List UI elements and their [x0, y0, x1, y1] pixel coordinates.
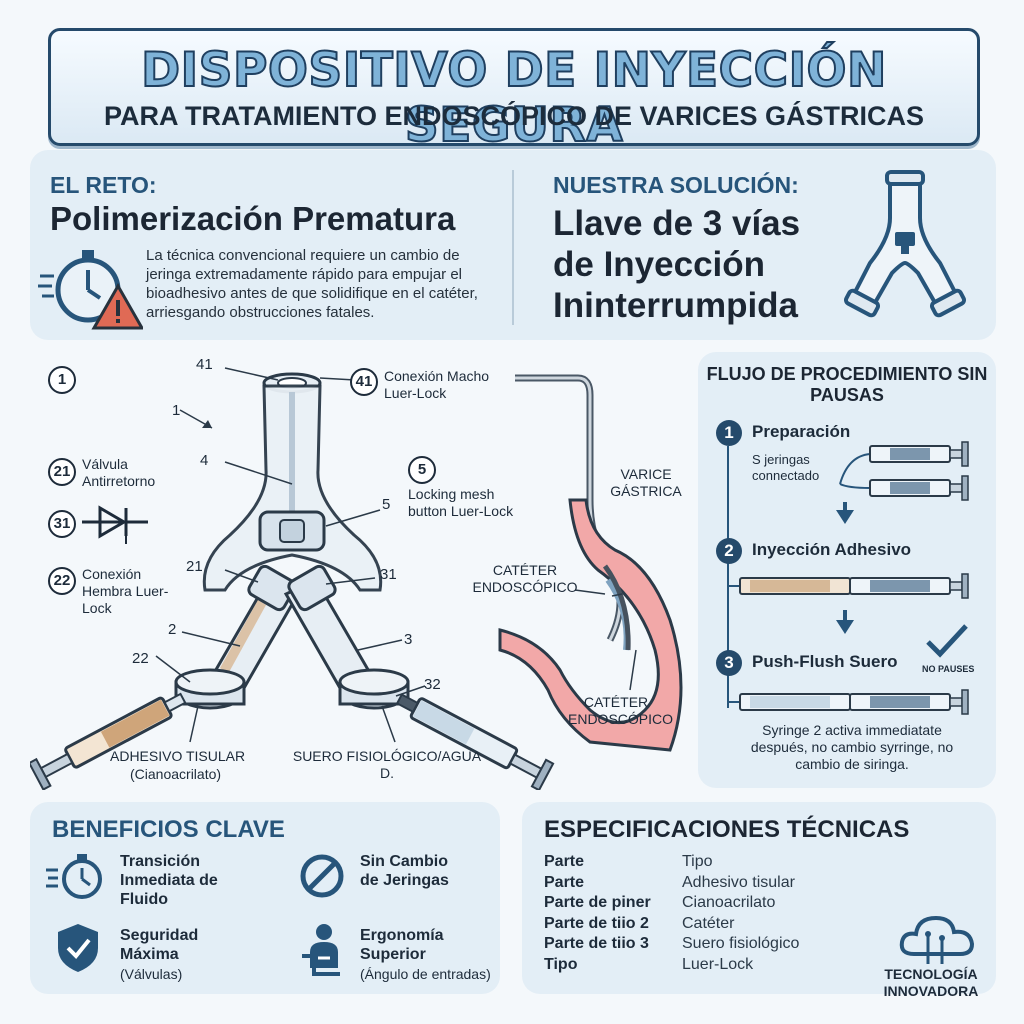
ergonomic-user-icon — [302, 924, 340, 976]
check-valve-31 — [287, 564, 337, 612]
challenge-heading: EL RETO: — [50, 172, 157, 198]
adhesive-syringe — [30, 692, 187, 790]
label-22: 22 — [132, 650, 149, 667]
label-4: 4 — [200, 452, 209, 469]
challenge-title: Polimerización Prematura — [50, 200, 456, 237]
adhesive-sub-label: (Cianoacrilato) — [130, 766, 222, 782]
step-1-badge: 1 — [716, 420, 742, 446]
legend-5-text: Locking mesh button Luer-Lock — [408, 486, 514, 519]
check-valve-symbol-icon — [82, 505, 148, 544]
benefits-heading: BENEFICIOS CLAVE — [52, 816, 285, 843]
benefit-1-title: Transición Inmediata de Fluido — [120, 853, 218, 908]
label-3: 3 — [404, 631, 413, 648]
step-3-title: Push-Flush Suero — [752, 652, 898, 671]
step-1-note: S jeringas connectado — [752, 452, 820, 483]
shield-check-icon — [58, 924, 98, 972]
step-2-title: Inyección Adhesivo — [752, 540, 912, 559]
flow-heading: FLUJO DE PROCEDIMIENTO SIN PAUSAS — [706, 364, 988, 405]
stopwatch-warning-icon — [38, 250, 143, 330]
legend-22-text: Conexión Hembra Luer-Lock — [82, 566, 169, 616]
legend-21-text: Válvula Antirretorno — [82, 456, 156, 489]
legend-41-text: Conexión Macho Luer-Lock — [384, 368, 490, 401]
solution-line-2: de Inyección — [553, 245, 766, 284]
legend-21-num: 21 — [48, 458, 76, 486]
benefit-4-title: Ergonomía Superior — [360, 927, 444, 963]
step-1-title: Preparación — [752, 422, 851, 441]
legend-5-num: 5 — [408, 456, 436, 484]
solution-line-3: Ininterrumpida — [553, 286, 799, 325]
badge-line-2: INNOVADORA — [883, 983, 979, 999]
specs-panel — [522, 802, 996, 994]
page-subtitle: PARA TRATAMIENTO ENDOSCÓPICO DE VARICES … — [103, 101, 925, 131]
step-2-badge: 2 — [716, 538, 742, 564]
specs-heading: ESPECIFICACIONES TÉCNICAS — [544, 816, 910, 843]
flow-footer: Syringe 2 activa immediatate después, no… — [750, 722, 954, 772]
badge-line-1: TECNOLOGÍA — [884, 966, 978, 982]
solution-title: Llave de 3 vías de Inyección Ininterrump… — [553, 203, 800, 326]
flow-diagram — [727, 441, 969, 715]
legend-41-num: 41 — [350, 368, 378, 396]
benefit-3-sub: (Válvulas) — [120, 966, 183, 982]
stopwatch-icon — [46, 854, 102, 899]
catheter-label-1: CATÉTER ENDOSCÓPICO — [472, 562, 578, 595]
challenge-body: La técnica convencional requiere un camb… — [146, 247, 478, 321]
label-31: 31 — [380, 566, 397, 583]
benefit-3-title: Seguridad Máxima — [120, 927, 199, 963]
varice-label: VARICE GÁSTRICA — [610, 466, 682, 499]
adhesive-label: ADHESIVO TISULAR — [110, 748, 246, 764]
step1-syringe-b — [869, 475, 969, 501]
page-title: DISPOSITIVO DE INYECCIÓN SEGURA — [140, 42, 887, 154]
solution-heading: NUESTRA SOLUCIÓN: — [553, 172, 799, 198]
benefits-panel — [30, 802, 500, 994]
stomach — [498, 498, 683, 752]
label-32: 32 — [424, 676, 441, 693]
legend-31-num: 31 — [48, 510, 76, 538]
benefit-4-sub: (Ángulo de entradas) — [360, 966, 491, 982]
benefit-2-title: Sin Cambio de Jeringas — [360, 853, 449, 889]
saline-syringe — [395, 693, 555, 790]
flow-panel — [698, 352, 996, 788]
legend-22-num: 22 — [48, 567, 76, 595]
label-1: 1 — [172, 402, 181, 419]
label-5: 5 — [382, 496, 391, 513]
step-3-badge: 3 — [716, 650, 742, 676]
label-41: 41 — [196, 356, 213, 373]
device-diagram — [30, 367, 683, 790]
figure-number: 1 — [48, 366, 76, 394]
panel-divider — [512, 170, 514, 325]
no-symbol-icon — [300, 854, 344, 898]
title-banner: DISPOSITIVO DE INYECCIÓN SEGURA PARA TRA… — [48, 28, 980, 154]
saline-label: SUERO FISIOLÓGICO/AGUA D. — [292, 748, 482, 781]
label-21: 21 — [186, 558, 203, 575]
solution-line-1: Llave de 3 vías — [553, 204, 801, 243]
innovation-badge: TECNOLOGÍA INNOVADORA — [870, 966, 992, 1000]
label-2: 2 — [168, 621, 177, 638]
catheter-label-2: CATÉTER ENDOSCÓPICO — [568, 694, 674, 727]
no-pauses-note: NO PAUSES — [922, 664, 975, 674]
step1-syringe-a — [869, 441, 969, 467]
step2-syringes — [739, 573, 969, 599]
valve-icon — [843, 170, 967, 318]
cloud-tech-icon — [899, 915, 975, 964]
step3-syringes — [739, 689, 969, 715]
